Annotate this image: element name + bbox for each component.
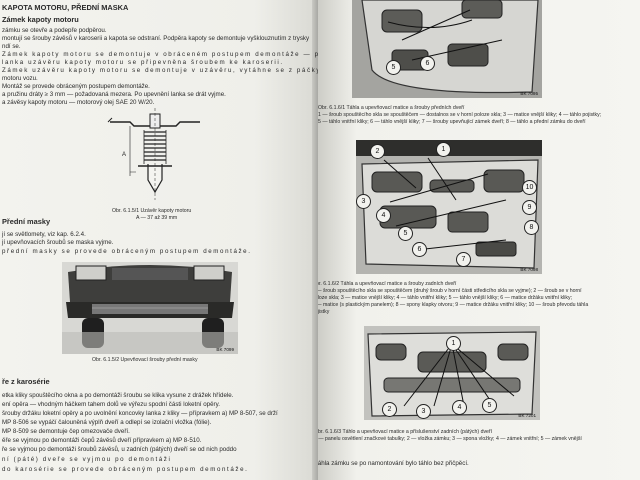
svg-text:A: A [122, 152, 126, 158]
callout-badge: 7 [456, 252, 471, 267]
fig2-photo-tag: BK 7099 [216, 347, 234, 352]
section-heading-dvere: ře z karosérie [2, 377, 50, 386]
callout-badge: 5 [482, 398, 497, 413]
callout-badge: 5 [398, 226, 413, 241]
right-page: 5 6 BK 7095 Obr. 6.1.6/1 Táhla a upevňov… [318, 0, 640, 480]
callout-badge: 9 [522, 200, 537, 215]
section-heading-kapota: Zámek kapoty motoru [2, 15, 79, 24]
callout-badge: 3 [416, 404, 431, 419]
front-door-photo: 5 6 BK 7095 [352, 0, 542, 98]
callout-badge: 5 [386, 60, 401, 75]
hood-latch-drawing: A [107, 108, 200, 200]
callout-badge: 1 [436, 142, 451, 157]
front-mask-illustration [62, 262, 238, 354]
fig2-caption: Obr. 6.1.5/2 Upevňovací šrouby přední ma… [92, 357, 198, 363]
fig-right2-caption-title: Obr. 6.1.6/2 Táhla a upevňovací matice a… [318, 281, 457, 287]
callout-badge: 6 [412, 242, 427, 257]
page-title: KAPOTA MOTORU, PŘEDNÍ MASKA [2, 3, 129, 12]
photo1-tag: BK 7095 [520, 91, 538, 96]
left-page: KAPOTA MOTORU, PŘEDNÍ MASKA Zámek kapoty… [0, 0, 318, 480]
callout-badge: 2 [382, 402, 397, 417]
rear-door-illustration [356, 140, 542, 274]
fig1-caption: Obr. 6.1.5/1 Uzávěr kapoty motoru [112, 208, 192, 214]
callout-badge: 6 [420, 56, 435, 71]
section-heading-maska: Přední masky [2, 217, 51, 226]
front-door-illustration [352, 0, 542, 98]
callout-badge: 8 [524, 220, 539, 235]
callout-badge: 2 [370, 144, 385, 159]
fig-right1-caption-title: Obr. 6.1.6/1 Táhla a upevňovací matice a… [318, 105, 465, 111]
tailgate-photo: 1 2 3 4 5 BK 7201 [364, 326, 540, 420]
photo2-tag: BK 7098 [520, 267, 538, 272]
fig-right3-caption-title: Obr. 6.1.6/3 Táhlo a upevňovací matice a… [318, 429, 493, 435]
fig1-dims: A — 37 až 39 mm [136, 215, 178, 221]
callout-badge: 4 [452, 400, 467, 415]
callout-badge: 4 [376, 208, 391, 223]
front-mask-photo: BK 7099 [62, 262, 238, 354]
callout-badge: 3 [356, 194, 371, 209]
rear-door-photo: 2 1 3 4 5 6 7 10 9 8 BK 7098 [356, 140, 542, 274]
callout-badge: 10 [522, 180, 537, 195]
photo3-tag: BK 7201 [518, 413, 536, 418]
callout-badge: 1 [446, 336, 461, 351]
right-page-note: Táhla zámku se po namontování bylo táhlo… [318, 460, 469, 467]
